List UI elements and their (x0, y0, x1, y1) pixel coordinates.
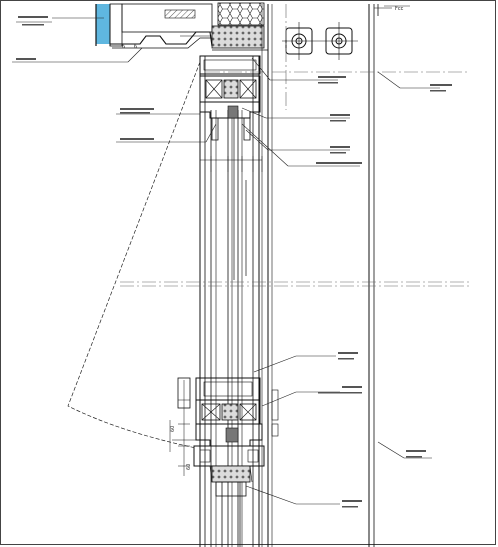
callout-3-sub (120, 112, 150, 114)
side-marks (172, 389, 279, 441)
dimension-row-upper (199, 156, 263, 172)
glass-panel-top (96, 4, 110, 44)
callout-12-sub (406, 456, 422, 458)
insulation-top (211, 25, 265, 49)
upper-transom (199, 55, 261, 141)
top-slab (95, 2, 268, 51)
callout-7 (330, 146, 350, 148)
corner-mark: Fcc (395, 6, 404, 12)
dimension-chain-lower (169, 380, 190, 476)
sash-swing-arc (67, 61, 201, 449)
callout-12 (406, 450, 426, 452)
lower-frame (177, 377, 265, 547)
right-column (368, 4, 392, 547)
callout-7-sub (330, 152, 346, 154)
callout-10 (338, 352, 358, 354)
callout-10-sub (338, 358, 354, 360)
callout-8 (316, 162, 362, 164)
callout-text-blocks (16, 16, 452, 508)
callout-1 (18, 16, 48, 18)
callout-5-sub (318, 82, 338, 84)
callout-6 (330, 114, 350, 116)
sash-marks (233, 118, 247, 280)
honeycomb-panel (217, 2, 265, 26)
callout-1-sub (22, 24, 44, 26)
callout-11-sub (318, 392, 362, 394)
callout-13 (342, 500, 362, 502)
callout-6-sub (330, 120, 346, 122)
leader-lines (12, 5, 440, 505)
callout-5 (318, 76, 346, 78)
dim-label-2: 60 (186, 464, 192, 470)
callout-9-sub (430, 90, 446, 92)
grid-number-2: 6 (134, 44, 137, 50)
callout-11 (342, 386, 362, 388)
callout-13-sub (342, 506, 358, 508)
callout-9 (430, 84, 452, 86)
anchor-brackets (282, 22, 358, 60)
centerlines (120, 4, 470, 287)
dim-label-1: 60 (170, 426, 176, 432)
callout-3 (120, 108, 154, 110)
grid-number-1: 6 (122, 44, 125, 50)
callout-4 (120, 138, 154, 140)
callout-2 (16, 58, 36, 60)
